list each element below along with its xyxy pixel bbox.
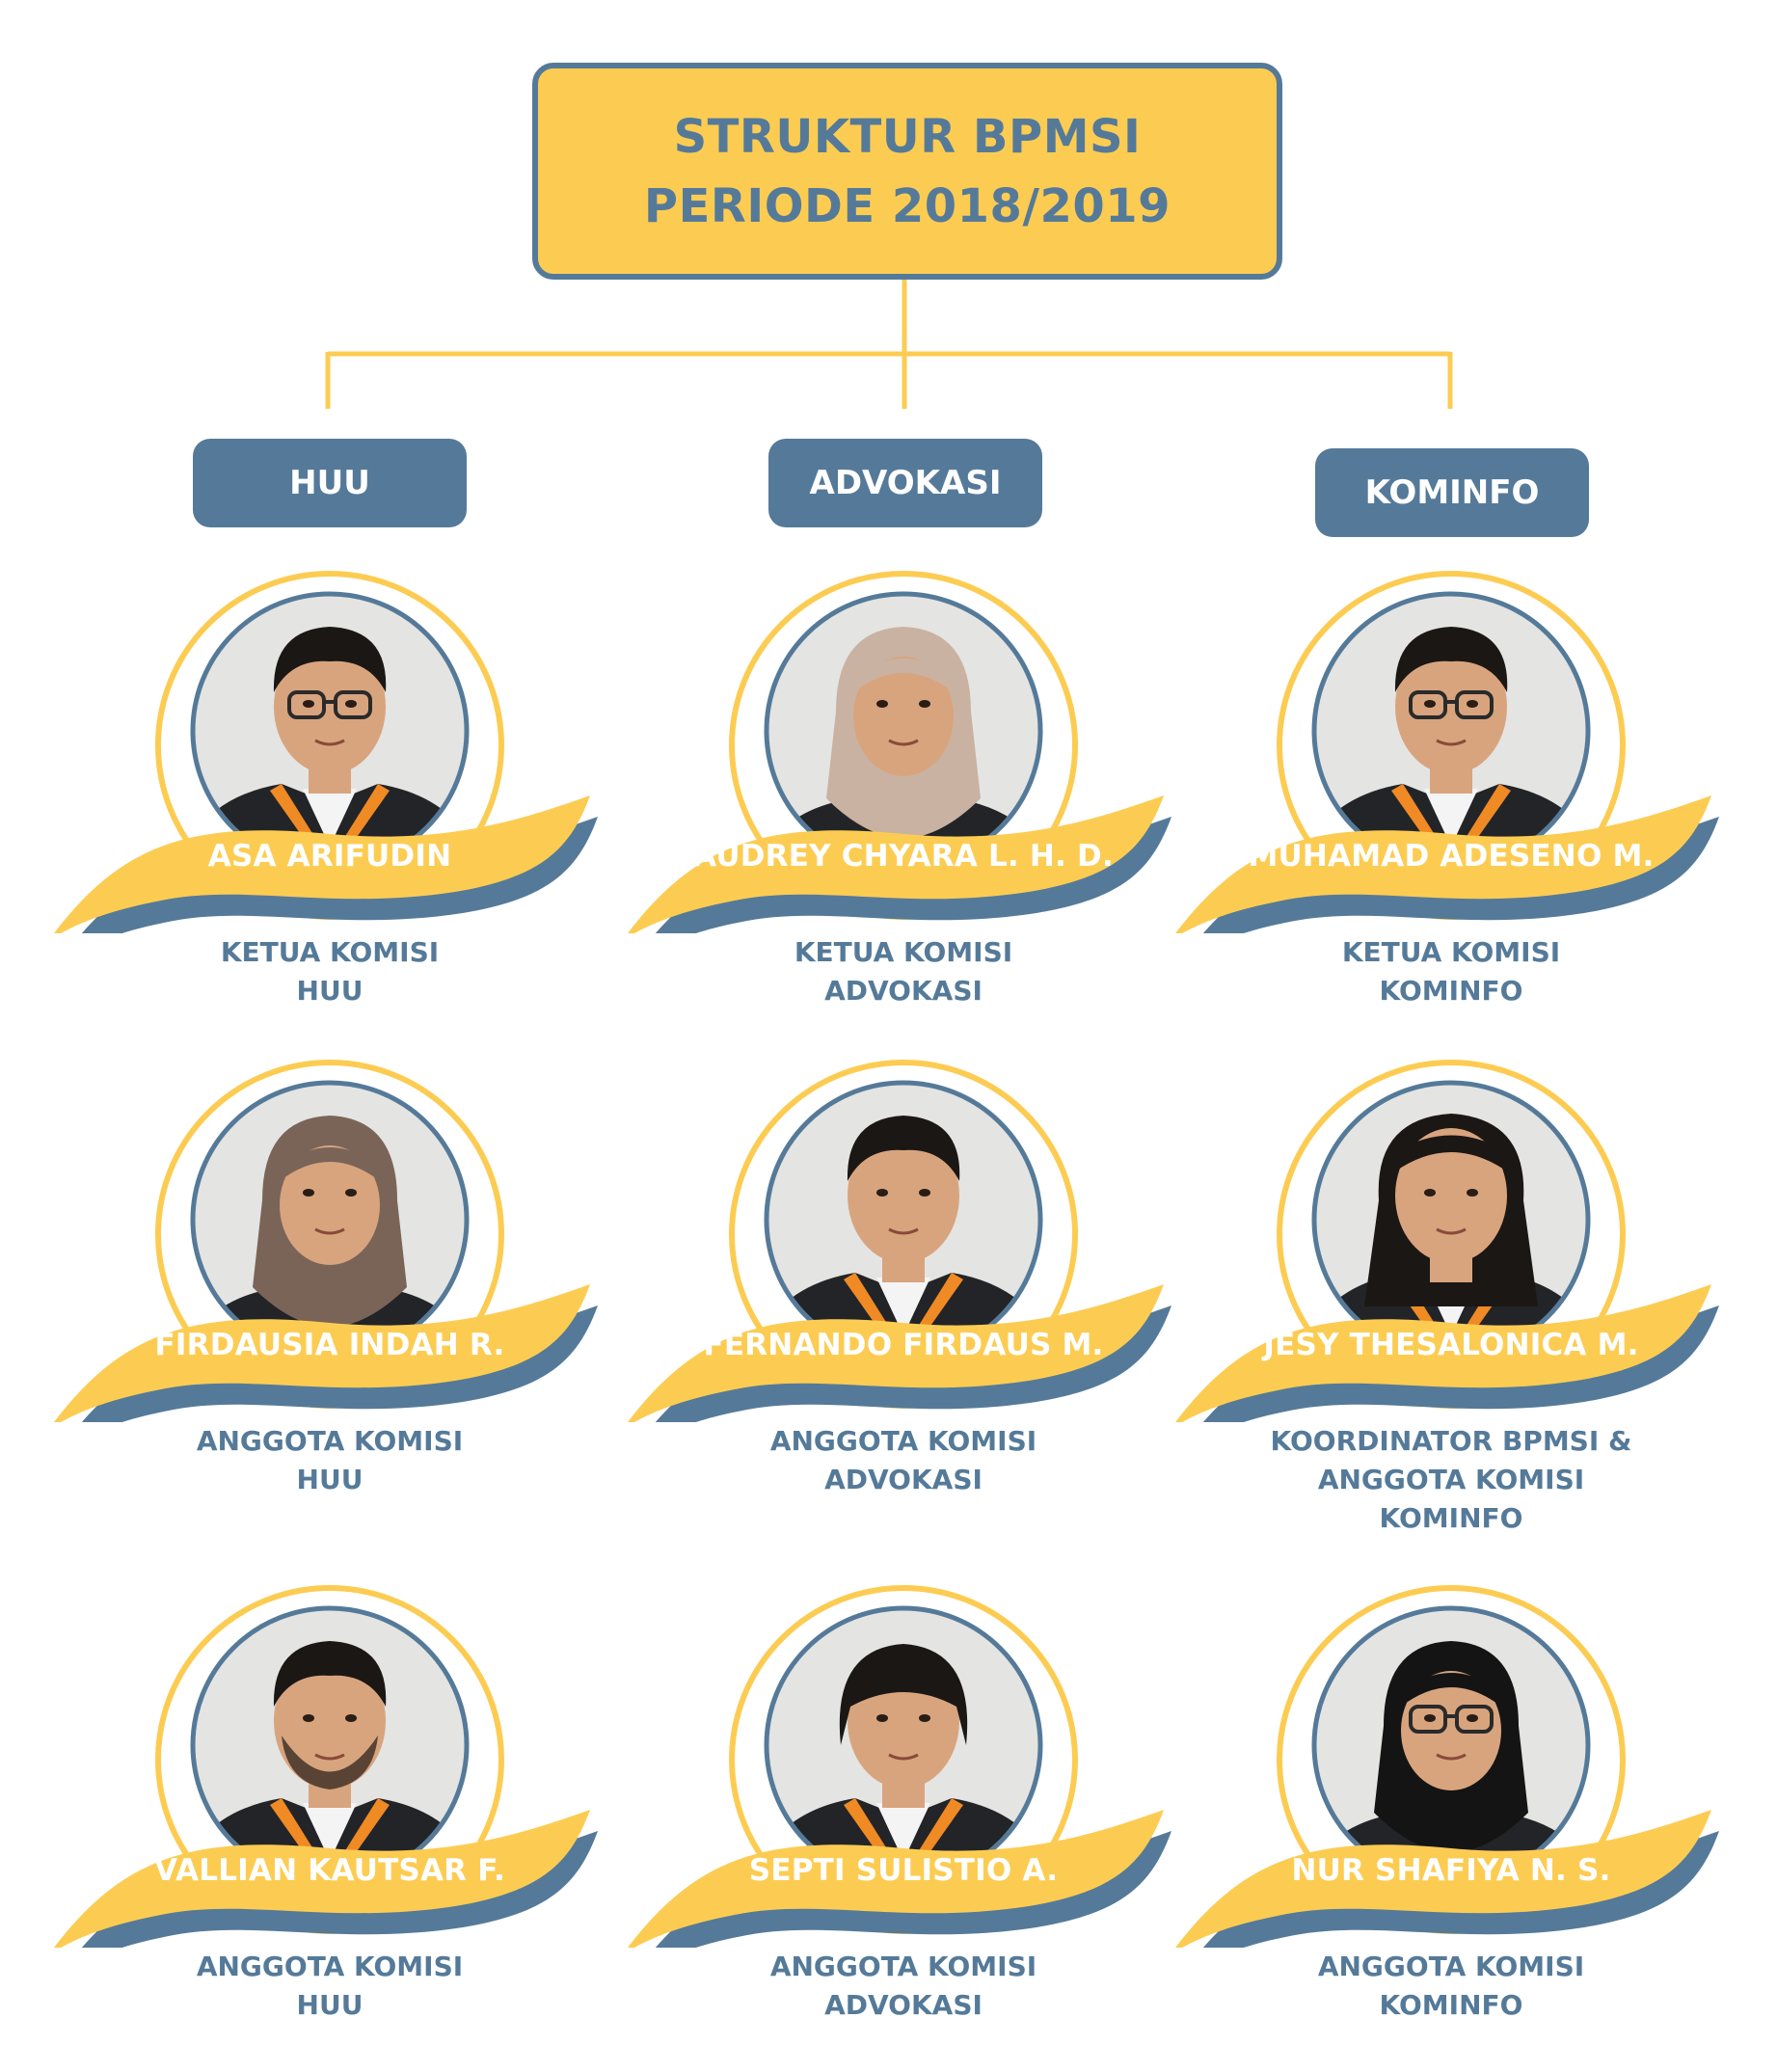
member-role-line: ADVOKASI (824, 1989, 983, 2021)
ribbon (54, 795, 590, 933)
member-role-line: KOMINFO (1379, 1989, 1523, 2021)
member-role-line: ADVOKASI (824, 975, 983, 1007)
member-name: VALLIAN KAUTSAR F. (153, 1853, 505, 1888)
member-role-line: KETUA KOMISI (1341, 936, 1561, 968)
member-name: ASA ARIFUDIN (207, 839, 452, 874)
member-role-line: KOMINFO (1379, 1502, 1523, 1534)
member-card: AUDREY CHYARA L. H. D. KETUA KOMISI ADVOKA… (614, 567, 1193, 1030)
member-name: NUR SHAFIYA N. S. (1291, 1853, 1611, 1888)
member-name: SEPTI SULISTIO A. (748, 1853, 1059, 1888)
member-name: FIRDAUSIA INDAH R. (154, 1328, 505, 1362)
ribbon (628, 1284, 1164, 1422)
member-role-line: HUU (296, 1989, 363, 2021)
ribbon (628, 795, 1164, 933)
member-card: ASA ARIFUDIN KETUA KOMISI HUU (40, 567, 619, 1030)
member-role-line: ANGGOTA KOMISI (196, 1425, 464, 1457)
member-portrait-art (54, 1585, 598, 1948)
member-role-line: KOORDINATOR BPMSI & (1270, 1425, 1632, 1457)
member-role: ANGGOTA KOMISI ADVOKASI (662, 1422, 1144, 1499)
ribbon (1175, 1284, 1711, 1422)
member-name: JESY THESALONICA M. (1263, 1328, 1639, 1362)
member-role: KETUA KOMISI HUU (89, 933, 571, 1010)
department-kominfo: KOMINFO (1315, 448, 1589, 537)
title-line-1: STRUKTUR BPMSI (673, 109, 1142, 164)
member-card: FIRDAUSIA INDAH R. ANGGOTA KOMISI HUU (40, 1056, 619, 1519)
member-portrait-art (1175, 571, 1719, 933)
member-name: AUDREY CHYARA L. H. D. (693, 839, 1114, 874)
member-role: ANGGOTA KOMISI HUU (89, 1422, 571, 1499)
member-portrait-art (54, 571, 598, 933)
member-role: KOORDINATOR BPMSI & ANGGOTA KOMISI KOMINFO (1210, 1422, 1692, 1538)
org-connector-lines (325, 280, 1453, 409)
ribbon (54, 1284, 590, 1422)
member-portrait-art (1175, 1060, 1719, 1422)
member-card: JESY THESALONICA M. KOORDINATOR BPMSI & AN… (1162, 1056, 1740, 1534)
ribbon (54, 1810, 590, 1948)
member-role-line: ANGGOTA KOMISI (1317, 1951, 1585, 1982)
member-name: FERNANDO FIRDAUS M. (703, 1328, 1104, 1362)
member-role-line: ANGGOTA KOMISI (196, 1951, 464, 1982)
member-role: ANGGOTA KOMISI ADVOKASI (662, 1948, 1144, 2025)
member-role-line: HUU (296, 1464, 363, 1495)
member-portrait-art (1175, 1585, 1719, 1948)
title-line-2: PERIODE 2018/2019 (643, 178, 1171, 233)
member-role: ANGGOTA KOMISI HUU (89, 1948, 571, 2025)
ribbon (1175, 795, 1711, 933)
member-role-line: ANGGOTA KOMISI (769, 1425, 1037, 1457)
member-role-line: HUU (296, 975, 363, 1007)
member-portrait-art (628, 1060, 1171, 1422)
member-card: SEPTI SULISTIO A. ANGGOTA KOMISI ADVOKASI (614, 1581, 1193, 2044)
member-role-line: KOMINFO (1379, 975, 1523, 1007)
member-role-line: ANGGOTA KOMISI (1317, 1464, 1585, 1495)
member-portrait-art (628, 1585, 1171, 1948)
ribbon (1175, 1810, 1711, 1948)
member-role: ANGGOTA KOMISI KOMINFO (1210, 1948, 1692, 2025)
department-advokasi: ADVOKASI (768, 439, 1042, 527)
member-portrait-art (628, 571, 1171, 933)
member-card: FERNANDO FIRDAUS M. ANGGOTA KOMISI ADVOKAS… (614, 1056, 1193, 1519)
member-name: MUHAMAD ADESENO M. (1248, 839, 1655, 874)
ribbon (628, 1810, 1164, 1948)
member-role-line: KETUA KOMISI (794, 936, 1013, 968)
member-card: VALLIAN KAUTSAR F. ANGGOTA KOMISI HUU (40, 1581, 619, 2044)
member-portrait-art (54, 1060, 598, 1422)
member-role-line: ANGGOTA KOMISI (769, 1951, 1037, 1982)
title-banner: STRUKTUR BPMSI PERIODE 2018/2019 (532, 63, 1282, 280)
member-role: KETUA KOMISI ADVOKASI (662, 933, 1144, 1010)
member-card: MUHAMAD ADESENO M. KETUA KOMISI KOMINFO (1162, 567, 1740, 1030)
member-role-line: KETUA KOMISI (220, 936, 440, 968)
department-huu: HUU (193, 439, 467, 527)
member-card: NUR SHAFIYA N. S. ANGGOTA KOMISI KOMINFO (1162, 1581, 1740, 2044)
member-role-line: ADVOKASI (824, 1464, 983, 1495)
member-role: KETUA KOMISI KOMINFO (1210, 933, 1692, 1010)
